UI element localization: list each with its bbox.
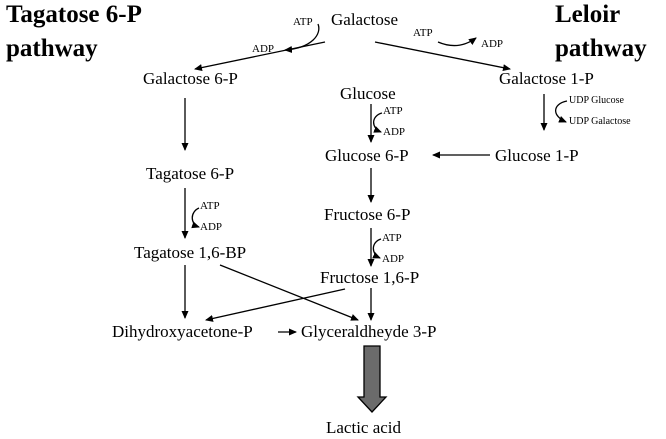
node-glyceraldheyde-3p: Glyceraldheyde 3-P <box>301 322 437 341</box>
heading-leloir-pathway-line2: pathway <box>555 35 647 62</box>
cofactor-adp-right: ADP <box>481 38 504 50</box>
heading-leloir-pathway-line1: Leloir <box>555 1 621 28</box>
heading-tagatose-pathway-line2: pathway <box>6 35 98 62</box>
cofactor-udp-glucose: UDP Glucose <box>569 95 624 106</box>
node-lactic-acid: Lactic acid <box>326 418 402 437</box>
node-glucose: Glucose <box>340 84 396 103</box>
cofactor-adp-left: ADP <box>252 43 275 55</box>
cofactor-atp-glucose: ATP <box>383 105 403 117</box>
atp-adp-curve-right <box>437 37 477 47</box>
node-fructose-6p: Fructose 6-P <box>324 205 411 224</box>
node-fructose-16p: Fructose 1,6-P <box>320 268 420 287</box>
node-galactose: Galactose <box>331 10 399 29</box>
cofactor-atp-fructose: ATP <box>382 232 402 244</box>
node-galactose-1p: Galactose 1-P <box>499 69 594 88</box>
cofactor-adp-glucose: ADP <box>383 126 406 138</box>
cofactor-adp-fructose: ADP <box>382 253 405 265</box>
atp-adp-curve-glucose <box>372 112 383 133</box>
cofactor-atp-right: ATP <box>413 27 433 39</box>
node-tagatose-6p: Tagatose 6-P <box>146 164 235 183</box>
arrow-tagatose-16bp-to-g3p <box>219 264 359 321</box>
node-glucose-6p: Glucose 6-P <box>325 146 409 165</box>
atp-adp-curve-left <box>284 23 320 53</box>
arrow-galactose-to-galactose-1p <box>374 41 511 72</box>
cofactor-udp-galactose: UDP Galactose <box>569 116 631 127</box>
udp-curve <box>554 100 568 123</box>
node-tagatose-16bp: Tagatose 1,6-BP <box>134 243 247 262</box>
atp-adp-curve-fructose <box>372 238 382 259</box>
cofactor-atp-left: ATP <box>293 16 313 28</box>
cofactor-atp-tagatose: ATP <box>200 200 220 212</box>
cofactor-adp-tagatose: ADP <box>200 221 223 233</box>
node-dihydroxyacetone-p: Dihydroxyacetone-P <box>112 322 253 341</box>
node-glucose-1p: Glucose 1-P <box>495 146 579 165</box>
atp-adp-curve-tagatose <box>191 207 200 229</box>
thick-arrow-to-lactic-acid <box>356 345 388 413</box>
arrow-fructose-16p-to-dhap <box>205 288 346 322</box>
node-galactose-6p: Galactose 6-P <box>143 69 238 88</box>
heading-tagatose-pathway-line1: Tagatose 6-P <box>6 1 142 28</box>
